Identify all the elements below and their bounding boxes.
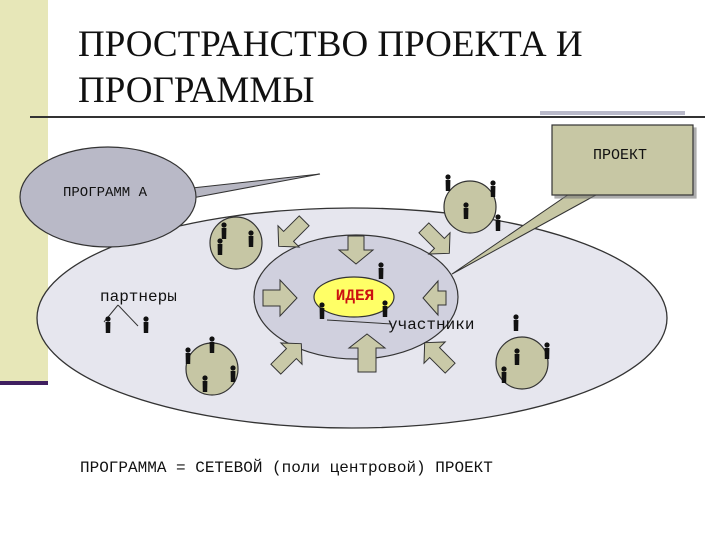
project-box xyxy=(551,124,694,196)
participants-pointer-line xyxy=(326,319,393,325)
program-formula: ПРОГРАММА = СЕТЕВОЙ (поли центровой) ПРО… xyxy=(80,459,493,477)
arrow-bottom xyxy=(347,333,387,373)
program-label: ПРОГРАММ А xyxy=(62,185,147,201)
side-decoration-rule xyxy=(0,381,48,385)
arrow-bottom-left xyxy=(270,342,303,375)
arrow-left xyxy=(262,278,298,318)
participants-label: участники xyxy=(388,316,475,334)
arrow-top xyxy=(337,235,375,265)
program-callout-pointer xyxy=(191,173,321,199)
arrow-top-right xyxy=(418,222,451,255)
partners-pointer-line-right xyxy=(117,304,139,327)
idea-label: ИДЕЯ xyxy=(335,287,375,305)
arrow-bottom-right xyxy=(423,341,456,374)
title-underline-accent xyxy=(540,111,685,115)
partner-circle-lower-right xyxy=(495,336,549,390)
partner-circle-upper-left xyxy=(209,216,263,270)
slide-title: ПРОСТРАНСТВО ПРОЕКТА И ПРОГРАММЫ xyxy=(78,24,583,111)
program-callout-bubble xyxy=(19,146,197,248)
arrow-right xyxy=(422,279,447,317)
idea-ellipse xyxy=(313,276,395,318)
partners-label: партнеры xyxy=(100,288,177,306)
project-label: ПРОЕКТ xyxy=(592,147,647,164)
title-underline xyxy=(30,116,705,118)
arrow-top-left xyxy=(277,215,310,248)
partner-circle-upper-right xyxy=(443,180,497,234)
